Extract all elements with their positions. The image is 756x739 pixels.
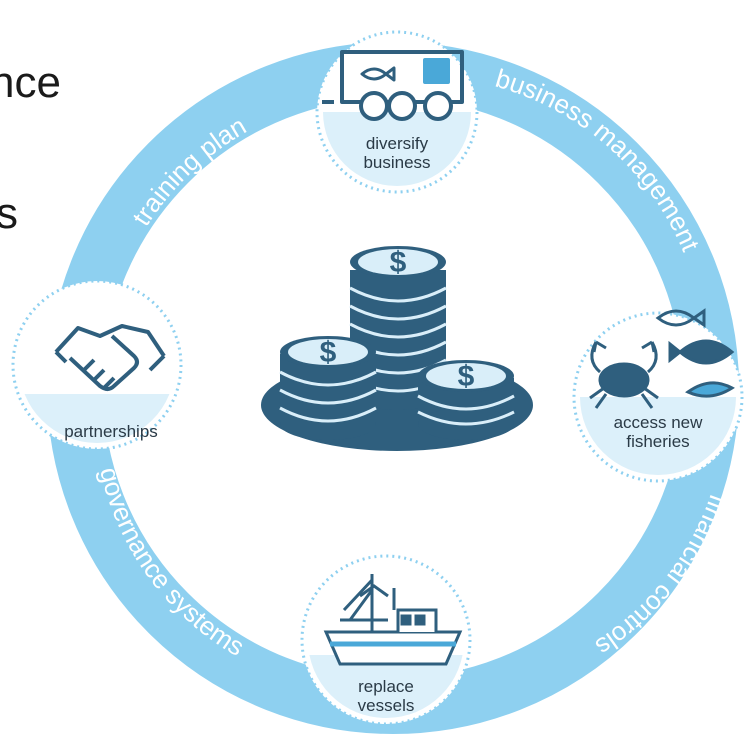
coin-symbol-tall: $	[390, 246, 407, 279]
coin-symbol-right: $	[458, 360, 475, 393]
node-left-label: partnerships	[64, 422, 158, 441]
node-right-label-line-2: fisheries	[626, 432, 689, 451]
node-right-label-line-1: access new	[614, 413, 704, 432]
coin-stacks-icon: $ $ $	[261, 246, 533, 451]
coin-stack-left: $	[279, 336, 377, 440]
clipped-text-line-1: nce	[0, 58, 61, 107]
coin-symbol-left: $	[320, 336, 337, 369]
node-diversify-business: diversify business	[315, 30, 479, 194]
node-partnerships: partnerships	[11, 279, 183, 451]
crab-fish-icon	[589, 308, 735, 409]
fishing-boat-icon	[323, 574, 463, 666]
node-top-label-line-2: business	[363, 153, 430, 172]
clipped-text-line-2: s	[0, 189, 18, 238]
node-access-new-fisheries: access new fisheries	[572, 308, 744, 483]
handshake-icon	[54, 324, 166, 391]
node-bottom-label-line-2: vessels	[358, 696, 415, 715]
truck-icon	[322, 50, 464, 121]
node-top-label-line-1: diversify	[366, 134, 429, 153]
coin-stack-right: $	[417, 360, 515, 440]
node-bottom-label-line-1: replace	[358, 677, 414, 696]
node-replace-vessels: replace vessels	[300, 554, 472, 726]
